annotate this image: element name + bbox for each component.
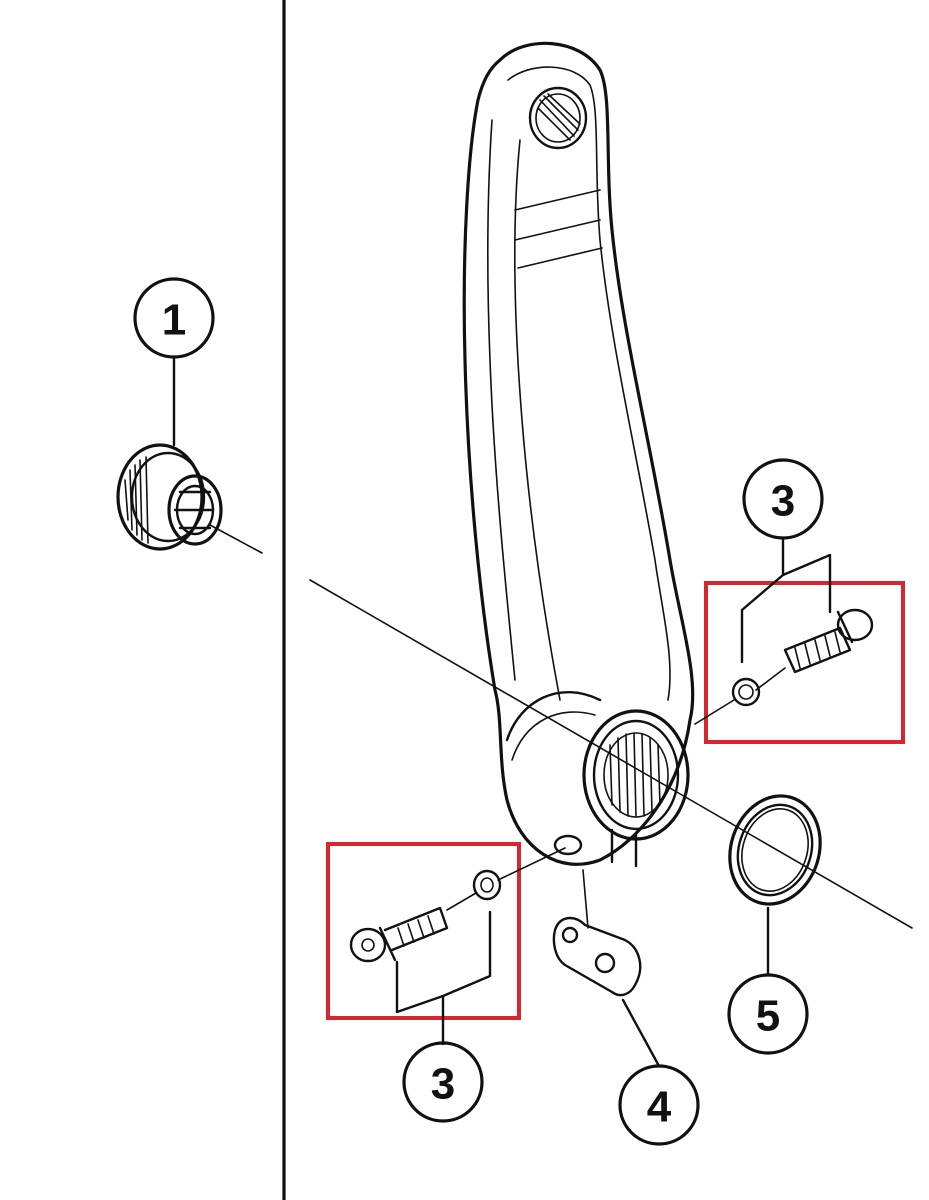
highlight-box-upper [704, 581, 905, 744]
callout-3-upper-circle [742, 458, 824, 540]
crank-arm [462, 41, 695, 868]
callout-3-upper-bracket [740, 536, 832, 664]
callout-3-lower-circle [402, 1041, 484, 1123]
callout-5-circle [727, 973, 809, 1055]
callout-1-label: 1 [162, 296, 186, 345]
axis-line-left [209, 524, 263, 554]
callout-1-circle [133, 277, 215, 359]
highlight-box-lower [326, 842, 521, 1020]
callout-3-upper-label: 3 [771, 477, 795, 526]
callout-3-lower-bracket [395, 910, 492, 1046]
axis-line [309, 579, 913, 929]
callout-5-label: 5 [756, 992, 780, 1041]
seal-ring-part [728, 794, 822, 906]
end-cap-part [116, 443, 223, 551]
callout-3-lower-label: 3 [431, 1060, 455, 1109]
callout-4-label: 4 [647, 1083, 672, 1132]
plate-guide-line [582, 869, 589, 929]
safety-plate-part [552, 916, 642, 997]
pinch-bolt-lower [349, 847, 566, 963]
callout-4-leader [621, 998, 661, 1068]
callout-4-circle [618, 1064, 700, 1146]
pinch-bolt-upper [694, 608, 874, 725]
